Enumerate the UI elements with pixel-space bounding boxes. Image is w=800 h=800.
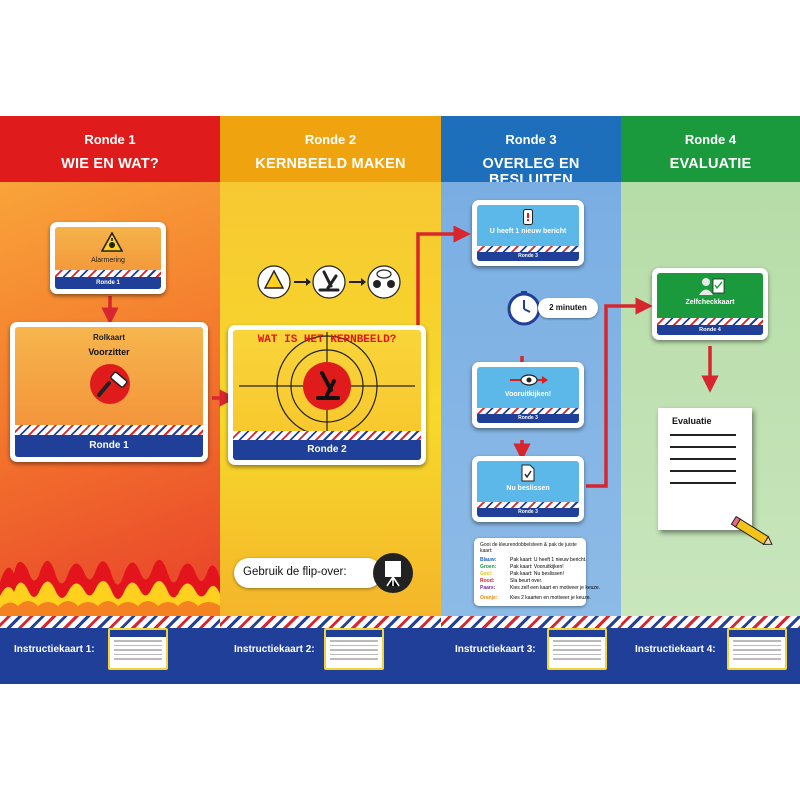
message-card-label: U heeft 1 nieuw bericht: [489, 228, 567, 235]
look-ahead-card[interactable]: Vooruitkijken! Ronde 3: [472, 362, 584, 428]
dice-row-red: Rood: Sla beurt over.: [480, 578, 542, 584]
dice-instructions: Gooi de kleurendobbelsteen & pak de juis…: [474, 538, 600, 606]
message-card[interactable]: U heeft 1 nieuw bericht Ronde 3: [472, 200, 584, 266]
flow-arrows: [101, 225, 719, 488]
decide-card-label: Nu beslissen: [506, 485, 550, 492]
timer-badge: 2 minuten: [538, 298, 598, 318]
message-card-band: Ronde 3: [477, 252, 579, 261]
flipover-label: Gebruik de flip-over:: [243, 566, 347, 578]
flames-illustration: [0, 559, 220, 616]
gavel-icon: [90, 364, 130, 404]
flipchart-icon: [373, 553, 413, 593]
dice-row-green: Groen: Pak kaart: Vooruitkijken!: [480, 564, 564, 570]
round-1-title: WIE EN WAT?: [61, 156, 159, 172]
pencil-icon: [730, 516, 773, 546]
checked-document-icon: [521, 464, 535, 482]
decide-card-band: Ronde 3: [477, 508, 579, 517]
round-2-number: Ronde 2: [304, 132, 357, 147]
role-card-band: Ronde 1: [15, 435, 203, 457]
dice-text-blue: Pak kaart: U heeft 1 nieuw bericht.: [510, 557, 587, 563]
eye-arrow-icon: [510, 374, 548, 386]
instruction-card-4-thumbnail[interactable]: [727, 628, 787, 670]
round-4-title: EVALUATIE: [669, 156, 752, 172]
phone-alert-icon: [523, 209, 533, 225]
game-board: Ronde 1 WIE EN WAT? Instructiekaart 1: R…: [0, 116, 800, 684]
look-ahead-card-band: Ronde 3: [477, 414, 579, 423]
dice-color-green: Groen:: [480, 564, 497, 570]
dice-row-orange: Oranje: Kies 2 kaarten en motiveer je keu…: [480, 595, 591, 601]
dice-color-red: Rood:: [480, 578, 495, 584]
round-4-number: Ronde 4: [684, 132, 737, 147]
kernbeeld-question: WAT IS HET KERNBEELD?: [257, 334, 397, 346]
decide-card[interactable]: Nu beslissen Ronde 3: [472, 456, 584, 522]
evaluation-title: Evaluatie: [672, 416, 712, 426]
role-card-type: Rolkaart: [92, 333, 125, 342]
dice-text-yellow: Pak kaart: Nu beslissen!: [510, 571, 564, 577]
look-ahead-card-label: Vooruitkijken!: [504, 391, 552, 398]
instruction-card-3-label: Instructiekaart 3:: [455, 644, 536, 655]
round-1-header: Ronde 1 WIE EN WAT?: [0, 116, 220, 182]
round-3-header: Ronde 3 OVERLEG EN BESLUITEN: [441, 116, 621, 188]
dice-color-yellow: Geel:: [480, 571, 493, 577]
dice-text-purple: Kies zelf een kaart en motiveer je keuze…: [510, 585, 601, 591]
role-card-role: Voorzitter: [88, 347, 130, 357]
round-3-number: Ronde 3: [505, 132, 557, 147]
alarm-card[interactable]: Alarmering Ronde 1: [50, 222, 166, 294]
kernbeeld-card[interactable]: WAT IS HET KERNBEELD? Ronde 2: [228, 325, 426, 465]
dice-color-purple: Paars:: [480, 585, 496, 591]
flipover-hint: Gebruik de flip-over:: [234, 558, 382, 588]
round-2-footer: Instructiekaart 2:: [220, 616, 441, 684]
round-4-header: Ronde 4 EVALUATIE: [621, 116, 800, 182]
self-check-icon: [699, 278, 725, 295]
round-2-header: Ronde 2 KERNBEELD MAKEN: [220, 116, 441, 182]
role-card[interactable]: Rolkaart Voorzitter Ronde 1: [10, 322, 208, 462]
dice-color-orange: Oranje:: [480, 595, 498, 601]
footer-stripe: [220, 616, 441, 628]
alarm-card-band: Ronde 1: [55, 277, 161, 289]
self-check-card[interactable]: Zelfcheckkaart Ronde 4: [652, 268, 768, 340]
instruction-card-2-thumbnail[interactable]: [324, 628, 384, 670]
footer-stripe: [441, 616, 621, 628]
instruction-card-4-label: Instructiekaart 4:: [635, 644, 716, 655]
instruction-card-2-label: Instructiekaart 2:: [234, 644, 315, 655]
discussion-icon: [367, 265, 401, 299]
process-sequence: [257, 265, 401, 299]
dice-color-blue: Blauw:: [480, 557, 497, 563]
round-3-footer: Instructiekaart 3:: [441, 616, 621, 684]
round-1-footer: Instructiekaart 1:: [0, 616, 220, 684]
microscope-icon: [316, 371, 340, 400]
alarm-hazard-icon: [257, 265, 291, 299]
dice-intro: Gooi de kleurendobbelsteen & pak de juis…: [480, 542, 577, 554]
dice-row-purple: Paars: Kies zelf een kaart en motiveer je…: [480, 585, 600, 591]
footer-stripe: [0, 616, 220, 628]
timer-label: 2 minuten: [549, 303, 587, 312]
kernbeeld-card-band: Ronde 2: [233, 440, 421, 460]
dice-row-blue: Blauw: Pak kaart: U heeft 1 nieuw bericht…: [480, 557, 586, 563]
alarm-card-label: Alarmering: [91, 257, 125, 264]
microscope-icon: [312, 265, 346, 299]
evaluation-sheet[interactable]: Evaluatie: [658, 408, 752, 530]
dice-text-orange: Kies 2 kaarten en motiveer je keuze.: [510, 595, 591, 601]
arrow-decide-to-selfcheck: [586, 297, 653, 488]
instruction-card-3-thumbnail[interactable]: [547, 628, 607, 670]
round-1-number: Ronde 1: [84, 132, 136, 147]
dice-text-green: Pak kaart: Vooruitkijken!: [510, 564, 564, 570]
footer-stripe: [621, 616, 800, 628]
round-2-title: KERNBEELD MAKEN: [255, 156, 406, 172]
stopwatch-icon: [507, 291, 541, 326]
instruction-card-1-thumbnail[interactable]: [108, 628, 168, 670]
self-check-card-band: Ronde 4: [657, 325, 763, 335]
dice-row-yellow: Geel: Pak kaart: Nu beslissen!: [480, 571, 564, 577]
dice-text-red: Sla beurt over.: [510, 578, 543, 584]
instruction-card-1-label: Instructiekaart 1:: [14, 644, 95, 655]
alarm-hazard-icon: [101, 232, 123, 252]
self-check-card-label: Zelfcheckkaart: [685, 299, 735, 306]
round-4-footer: Instructiekaart 4:: [621, 616, 800, 684]
arrow-kernbeeld-to-message: [416, 225, 471, 328]
